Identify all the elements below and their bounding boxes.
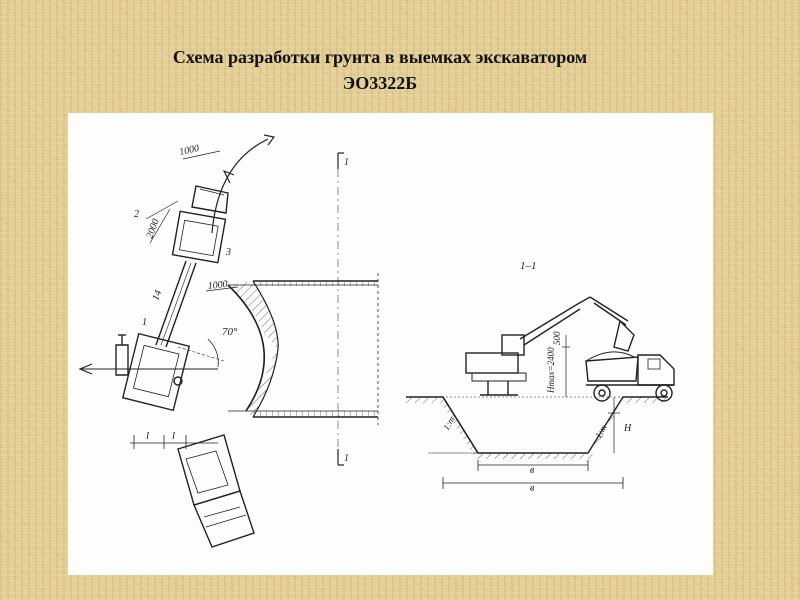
section-width-b1: в	[530, 465, 535, 476]
plan-callout-2: 2	[134, 209, 139, 220]
section-title: 1–1	[520, 260, 537, 272]
plan-dim-1000-mid: 1000	[207, 279, 228, 292]
plan-view	[78, 134, 379, 548]
trench-plan	[227, 273, 379, 425]
excavator-plan	[115, 185, 229, 412]
section-mark-bottom: 1	[344, 453, 349, 464]
section-dim-hmax: Hmax=2400	[546, 347, 556, 394]
section-depth-h: H	[623, 423, 632, 434]
truck-plan-bottom	[177, 434, 255, 548]
section-dim-500: 500	[552, 331, 562, 345]
drawing-panel: 1000 2000 1000 70° 1 2 3 14 l l 1 1	[68, 113, 713, 575]
title-line-1: Схема разработки грунта в выемках экскав…	[172, 47, 588, 67]
plan-callout-14: 14	[150, 289, 164, 302]
excavator-section	[465, 296, 635, 396]
approach-arrow	[211, 138, 269, 234]
section-view	[406, 296, 675, 489]
dump-truck-section	[585, 351, 675, 402]
title-line-2: ЭО3322Б	[342, 73, 418, 93]
plan-angle: 70°	[222, 326, 238, 338]
drawing-svg: 1000 2000 1000 70° 1 2 3 14 l l 1 1	[78, 134, 675, 548]
plan-callout-1: 1	[142, 317, 147, 328]
plan-spacing-l-2: l	[172, 430, 175, 442]
page-title: Схема разработки грунта в выемках экскав…	[0, 44, 760, 96]
plan-spacing-l-1: l	[146, 430, 149, 442]
plan-callout-3: 3	[225, 247, 231, 258]
section-width-b2: в	[530, 483, 535, 494]
plan-dim-2000: 2000	[144, 217, 161, 240]
plan-dim-1000-top: 1000	[178, 143, 200, 158]
section-mark-top: 1	[344, 157, 349, 168]
